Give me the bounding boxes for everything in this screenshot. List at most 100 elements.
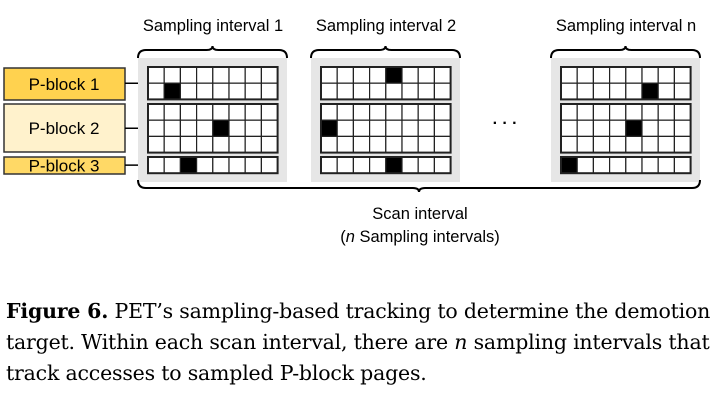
page-cell: [401, 82, 419, 100]
page-cell: [592, 119, 611, 137]
page-cell: [417, 135, 436, 154]
accessed-page-cell: [163, 82, 181, 100]
interval-label-3: Sampling interval n: [556, 17, 696, 35]
page-cell: [657, 82, 676, 100]
page-cell: [625, 103, 643, 121]
page-cell: [657, 156, 676, 174]
interval-label-1: Sampling interval 1: [143, 17, 283, 35]
page-cell: [352, 135, 371, 154]
page-cell: [369, 119, 387, 137]
page-cell: [369, 82, 387, 100]
page-cell: [641, 135, 659, 154]
page-cell: [625, 82, 643, 100]
page-cell: [560, 66, 578, 84]
page-cell: [147, 66, 165, 84]
page-cell: [147, 119, 165, 137]
page-cell: [560, 103, 578, 121]
page-cell: [260, 135, 279, 154]
block-grid-2: [560, 103, 692, 154]
page-cell: [576, 82, 595, 100]
page-cell: [657, 103, 676, 121]
page-cell: [576, 135, 595, 154]
page-cell: [212, 156, 230, 174]
page-cell: [228, 156, 246, 174]
page-cell: [641, 156, 659, 174]
page-cell: [244, 103, 262, 121]
page-cell: [369, 156, 387, 174]
page-cell: [163, 135, 181, 154]
block-grid-1: [147, 66, 279, 101]
page-cell: [576, 119, 595, 137]
page-cell: [260, 103, 279, 121]
page-cell: [592, 135, 611, 154]
accessed-page-cell: [385, 66, 403, 84]
page-cell: [163, 119, 181, 137]
page-cell: [385, 103, 403, 121]
page-cell: [417, 82, 436, 100]
page-cell: [336, 135, 355, 154]
page-cell: [163, 156, 181, 174]
page-cell: [608, 156, 627, 174]
interval-brace-2: [310, 45, 461, 59]
scan-interval-sublabel: (n Sampling intervals): [340, 228, 500, 246]
accessed-page-cell: [385, 156, 403, 174]
page-cell: [244, 156, 262, 174]
page-cell: [179, 82, 198, 100]
page-cell: [320, 66, 338, 84]
page-cell: [228, 135, 246, 154]
page-cell: [608, 103, 627, 121]
caption-text-2: sampling intervals that track accesses t…: [6, 330, 710, 385]
page-cell: [260, 119, 279, 137]
page-cell: [560, 82, 578, 100]
figure-caption: Figure 6. PET’s sampling-based tracking …: [6, 296, 712, 389]
page-cell: [385, 135, 403, 154]
page-cell: [592, 103, 611, 121]
page-cell: [433, 66, 452, 84]
block-grid-2: [147, 103, 279, 154]
page-cell: [352, 119, 371, 137]
page-cell: [657, 119, 676, 137]
scan-interval-label: Scan interval: [372, 205, 467, 223]
page-cell: [673, 156, 692, 174]
pblock-box-2: [3, 103, 126, 153]
page-cell: [641, 103, 659, 121]
page-cell: [433, 103, 452, 121]
page-cell: [147, 156, 165, 174]
pblock-label-2: P-block 2: [29, 119, 100, 138]
page-cell: [673, 66, 692, 84]
page-cell: [244, 135, 262, 154]
page-cell: [228, 66, 246, 84]
page-cell: [433, 156, 452, 174]
page-cell: [401, 103, 419, 121]
page-cell: [179, 119, 198, 137]
page-cell: [212, 66, 230, 84]
figure-number: Figure 6.: [6, 299, 109, 323]
page-cell: [260, 82, 279, 100]
page-cell: [401, 119, 419, 137]
page-cell: [576, 66, 595, 84]
accessed-page-cell: [625, 119, 643, 137]
page-cell: [147, 103, 165, 121]
page-cell: [560, 119, 578, 137]
interval-brace-3: [550, 45, 701, 59]
page-cell: [673, 82, 692, 100]
page-cell: [401, 156, 419, 174]
page-cell: [163, 66, 181, 84]
interval-brace-1: [137, 45, 288, 59]
page-cell: [179, 66, 198, 84]
page-cell: [576, 103, 595, 121]
accessed-page-cell: [560, 156, 578, 174]
page-cell: [260, 156, 279, 174]
page-cell: [608, 66, 627, 84]
page-cell: [641, 119, 659, 137]
page-cell: [228, 119, 246, 137]
block-grid-3: [320, 156, 452, 175]
page-cell: [401, 66, 419, 84]
page-cell: [608, 119, 627, 137]
page-cell: [196, 66, 214, 84]
page-cell: [244, 119, 262, 137]
accessed-page-cell: [320, 119, 338, 137]
page-cell: [147, 135, 165, 154]
block-grid-1: [320, 66, 452, 101]
page-cell: [657, 135, 676, 154]
